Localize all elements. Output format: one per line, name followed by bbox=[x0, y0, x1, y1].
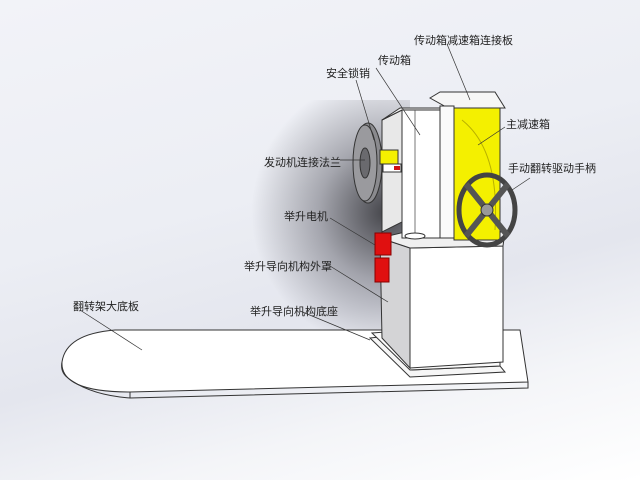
safety-lock-pin bbox=[379, 149, 402, 173]
label-gearbox-connecting-plate: 传动箱减速箱连接板 bbox=[414, 34, 513, 47]
label-lift-motor: 举升电机 bbox=[284, 210, 328, 223]
gearbox-connecting-plate bbox=[429, 91, 506, 239]
label-lift-guide-cover: 举升导向机构外罩 bbox=[244, 260, 332, 273]
label-main-reducer: 主减速箱 bbox=[506, 118, 550, 131]
label-engine-connecting-flange: 发动机连接法兰 bbox=[264, 156, 341, 169]
lift-motor bbox=[374, 232, 392, 283]
label-flip-frame-base-plate: 翻转架大底板 bbox=[73, 300, 139, 313]
label-transmission-box: 传动箱 bbox=[378, 54, 411, 67]
label-safety-lock-pin: 安全锁销 bbox=[326, 67, 370, 80]
lift-guide-cover bbox=[378, 231, 506, 370]
manual-flip-handwheel bbox=[456, 172, 518, 248]
label-manual-flip-handwheel: 手动翻转驱动手柄 bbox=[508, 162, 596, 175]
leader-lines bbox=[79, 43, 531, 351]
engine-connecting-flange bbox=[352, 122, 383, 204]
label-lift-guide-base: 举升导向机构底座 bbox=[250, 305, 338, 318]
